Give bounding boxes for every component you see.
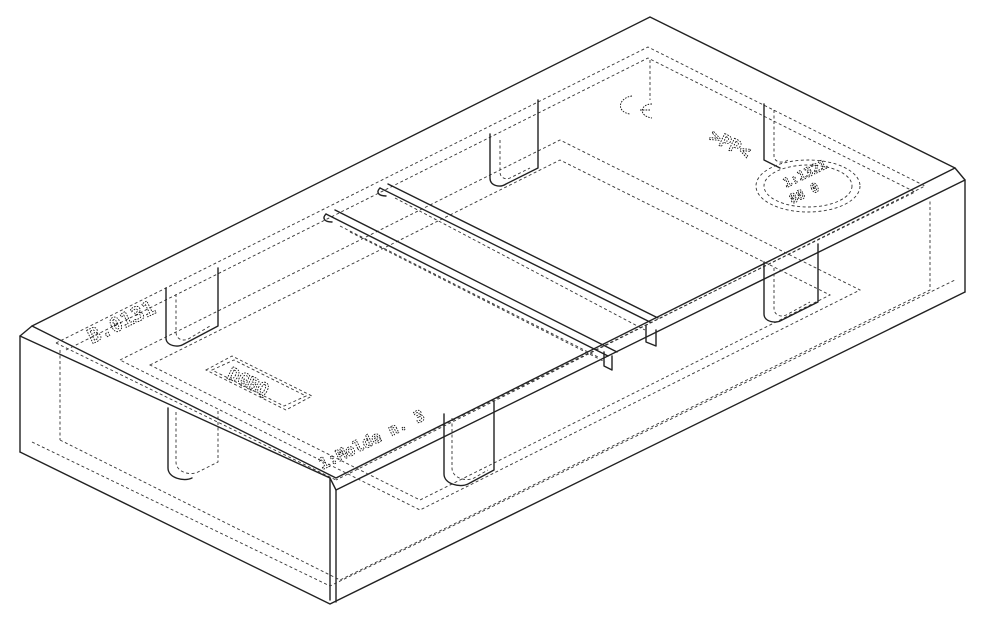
engraving-left: B.0131	[84, 295, 159, 348]
engraved-labels: B.0131 1:Molde n. 3 >PP<	[83, 125, 754, 474]
tray-outer-outline	[19, 16, 966, 605]
engraving-front: 1:Molde n. 3	[315, 406, 427, 474]
wall-clips	[165, 99, 819, 487]
engraving-back: >PP<	[706, 126, 754, 164]
code-plate-text: DGBQ	[224, 364, 272, 402]
recycling-stamp: 1:1321 88 0	[755, 157, 861, 213]
center-rails	[323, 183, 659, 371]
ce-mark-icon	[620, 95, 653, 119]
code-plate: DGBQ	[205, 355, 313, 411]
tray-inner-walls	[31, 46, 956, 587]
